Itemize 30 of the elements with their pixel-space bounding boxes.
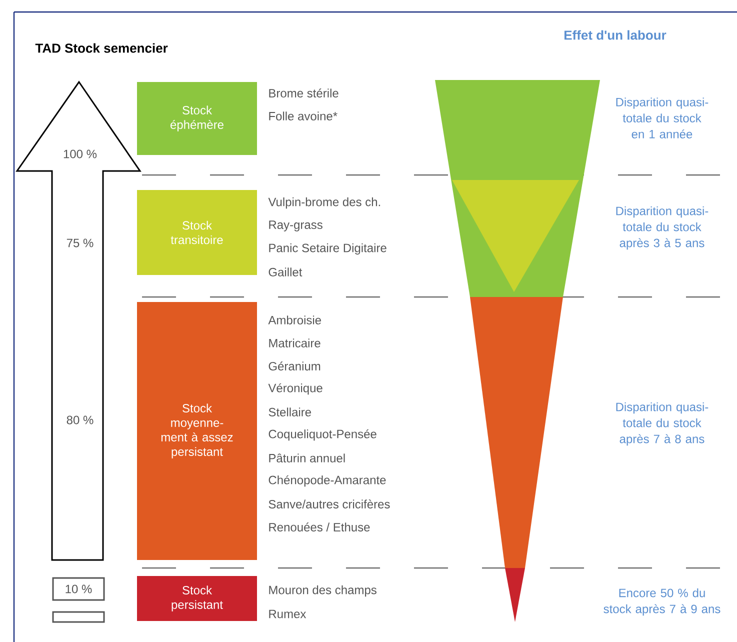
title: TAD Stock semencier	[35, 43, 168, 53]
species-name: Coqueliquot-Pensée	[268, 429, 376, 441]
stock-box: Stock moyenne-ment à assez persistant	[137, 302, 257, 560]
species-name: Chénopode-Amarante	[268, 475, 386, 487]
species-name: Ambroisie	[268, 316, 321, 324]
species-name: Folle avoine*	[269, 112, 338, 120]
species-name: Géranium	[268, 362, 320, 370]
effect-note: Disparition quasi-totale du stock après 3 à 5 ans	[616, 206, 708, 250]
species-name: Ray-grass	[269, 220, 322, 232]
percent-box: 10 %	[52, 577, 105, 601]
empty-box	[52, 611, 105, 623]
species-name: Véronique	[268, 383, 322, 395]
effect-note: Disparition quasi-totale du stock après 7 à 8 ans	[616, 402, 708, 446]
species-name: Pâturin annuel	[269, 454, 345, 462]
species-name: Rumex	[269, 610, 306, 618]
effect-note: Encore 50 % du stock après 7 à 9 ans	[604, 588, 720, 616]
stock-box: Stock transitoire	[137, 190, 257, 275]
species-name: Renouées / Ethuse	[269, 522, 370, 532]
species-name: Vulpin-brome des ch.	[268, 197, 380, 209]
species-name: Mouron des champs	[269, 585, 376, 597]
species-name: Panic Setaire Digitaire	[269, 243, 386, 255]
species-name: Brome stérile	[269, 88, 338, 98]
stock-box: Stock persistant	[137, 576, 257, 621]
species-name: Sanve/autres cricifères	[268, 500, 390, 508]
stock-box: Stock éphémère	[137, 82, 257, 155]
species-name: Matricaire	[269, 338, 320, 348]
species-name: Gaillet	[268, 268, 302, 276]
effect-note: Disparition quasi-totale du stock en 1 année	[616, 98, 708, 138]
species-name: Stellaire	[268, 408, 311, 416]
heading: Effet d'un labour	[564, 30, 666, 40]
